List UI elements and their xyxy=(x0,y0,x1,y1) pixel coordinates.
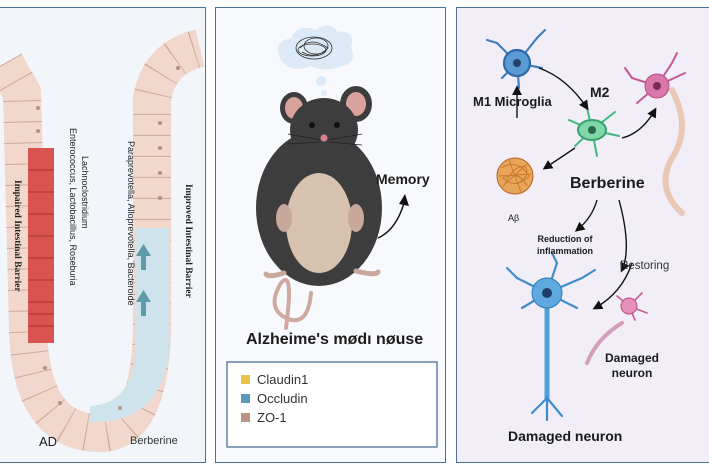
restoring-label: Restoring xyxy=(620,260,670,272)
legend-box xyxy=(226,361,438,448)
intestine-illustration xyxy=(0,29,206,453)
mouse-tail xyxy=(272,278,313,330)
legend: Claudin1 Occludin ZO-1 xyxy=(241,370,308,427)
mouse-illustration xyxy=(226,25,438,448)
mouse-panel: Memory Alzheime's mødı nøuse Claudin1 Oc… xyxy=(215,7,446,463)
memory-arrow xyxy=(377,202,405,239)
impaired-barrier-label: Impaired Intestinal Barrier xyxy=(12,180,22,292)
m1-microglia-label: M1 Microglia xyxy=(473,94,552,109)
impaired-cell-lines xyxy=(28,169,54,327)
mouse-title: Alzheime's mødı nøuse xyxy=(246,331,424,348)
berberine-label: Berberine xyxy=(130,435,178,447)
impaired-cells xyxy=(28,148,54,343)
abeta-plaque xyxy=(496,157,534,195)
legend-item-zo1: ZO-1 xyxy=(241,408,308,427)
mouse xyxy=(256,86,382,286)
ad-bacteria-line2: Lachnoclostridium xyxy=(80,156,90,229)
m2-microglia-cell xyxy=(568,107,620,157)
reduction-label: Reduction of inflammation xyxy=(536,234,593,256)
arrows xyxy=(512,67,657,310)
memory-label: Memory xyxy=(376,171,430,187)
thought-cloud xyxy=(277,25,354,96)
legend-swatch xyxy=(241,413,250,422)
legend-label: Occludin xyxy=(257,391,308,406)
ad-bacteria-line1: Enterococcus, Lactobacillus, Roseburia xyxy=(68,128,78,286)
ad-label: AD xyxy=(39,434,58,449)
legend-item-occludin: Occludin xyxy=(241,389,308,408)
intestinal-wall xyxy=(0,29,206,453)
legend-swatch xyxy=(241,394,250,403)
damaged-neuron-small xyxy=(585,292,648,365)
neuro-illustration xyxy=(485,28,686,422)
pink-neuron xyxy=(624,52,686,216)
m1-microglia-cell xyxy=(485,28,547,90)
barrier-arrows xyxy=(136,244,151,316)
damaged-neuron-main-label: Damaged neuron xyxy=(508,428,623,444)
legend-label: ZO-1 xyxy=(257,410,287,425)
improved-cells xyxy=(90,228,170,422)
m2-label: M2 xyxy=(590,84,610,100)
berberine-label-right: Berberine xyxy=(570,175,645,192)
damaged-neuron-small-label: Damaged neuron xyxy=(604,351,660,380)
legend-item-claudin1: Claudin1 xyxy=(241,370,308,389)
berberine-bacteria-label: Paraprevotella, Alloprevotella, Bacteroi… xyxy=(126,141,136,306)
memory-arrow-head xyxy=(399,194,409,206)
neuro-panel: M1 Microglia M2 Aβ Berberine Reduction o… xyxy=(456,7,709,463)
abeta-label: Aβ xyxy=(508,213,520,223)
damaged-neuron-large xyxy=(505,251,597,422)
legend-swatch xyxy=(241,375,250,384)
cell-nuclei xyxy=(36,66,180,410)
improved-barrier-label: Improved Intestinal Barrier xyxy=(183,184,193,298)
intestine-panel: Impaired Intestinal Barrier Enterococcus… xyxy=(0,7,206,463)
legend-label: Claudin1 xyxy=(257,372,309,387)
